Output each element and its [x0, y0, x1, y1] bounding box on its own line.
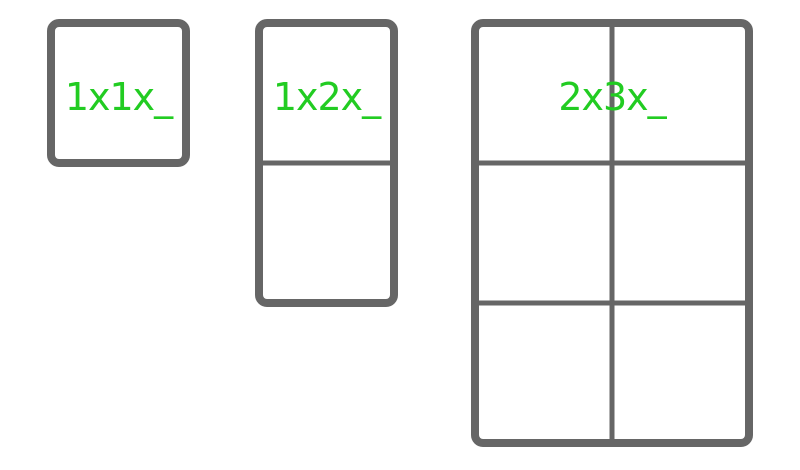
- grid-1x2: 1x2x_: [255, 19, 398, 307]
- grid-frame: [47, 19, 190, 167]
- grid-label: 2x3x_: [558, 75, 667, 119]
- grid-label: 1x2x_: [273, 75, 382, 119]
- grid-2x3: 2x3x_: [471, 19, 753, 447]
- grid-frame: [471, 19, 753, 447]
- grid-1x1: 1x1x_: [47, 19, 190, 167]
- grid-label: 1x1x_: [65, 75, 174, 119]
- grid-frame: [255, 19, 398, 307]
